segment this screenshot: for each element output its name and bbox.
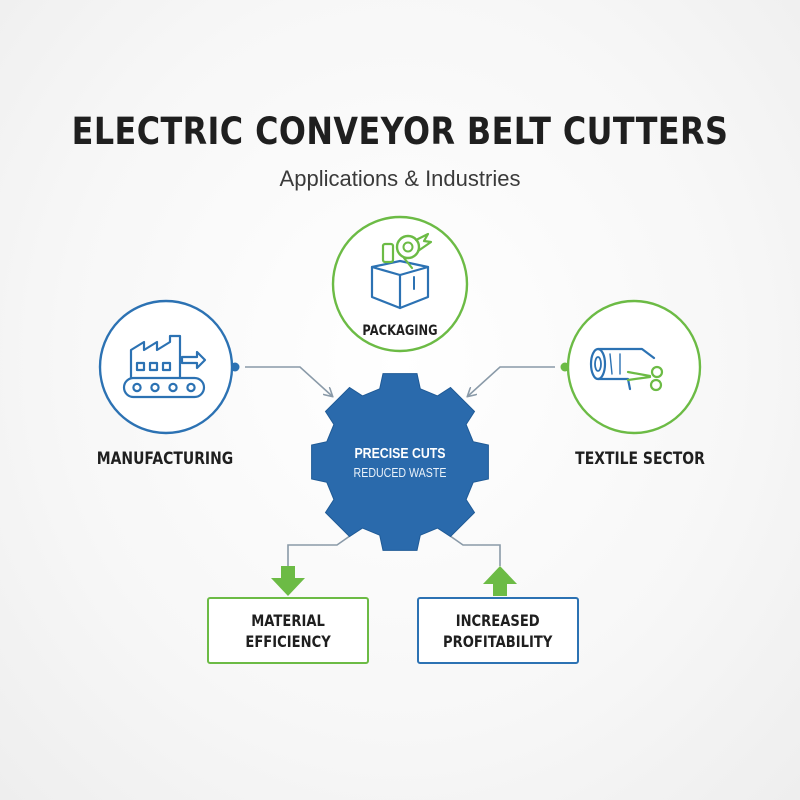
connector-manufacturing-to-gear [230, 362, 333, 397]
gear-text-primary: PRECISE CUTS [354, 446, 446, 462]
fabric-roll-scissors-icon [589, 347, 664, 392]
connector-textile-to-gear [468, 362, 570, 397]
diagram-subtitle: Applications & Industries [279, 166, 521, 191]
outcome-profit-line1: INCREASED [455, 610, 540, 630]
connector-gear-to-material [287, 530, 358, 566]
gear-icon [311, 373, 489, 551]
node-textile-circle [566, 299, 702, 435]
arrow-up-icon [483, 566, 517, 596]
diagram-title: ELECTRIC CONVEYOR BELT CUTTERS [71, 110, 729, 153]
node-textile-label: TEXTILE SECTOR [575, 449, 705, 469]
arrow-down-icon [271, 566, 305, 596]
outcome-material-line1: MATERIAL [251, 610, 325, 630]
node-manufacturing-label: MANUFACTURING [96, 449, 234, 469]
node-packaging-label: PACKAGING [362, 323, 438, 339]
outcome-material-line2: EFFICIENCY [245, 631, 331, 651]
box-tape-icon [370, 232, 433, 310]
gear-text-secondary: REDUCED WASTE [353, 466, 447, 480]
factory-conveyor-icon [122, 334, 207, 399]
node-manufacturing-circle [98, 299, 234, 435]
node-packaging-circle [331, 215, 469, 353]
outcome-material-efficiency-box: MATERIAL EFFICIENCY [207, 597, 369, 664]
outcome-profit-line2: PROFITABILITY [443, 631, 553, 651]
outcome-increased-profitability-box: INCREASED PROFITABILITY [417, 597, 579, 664]
connector-gear-to-profit [442, 530, 501, 566]
